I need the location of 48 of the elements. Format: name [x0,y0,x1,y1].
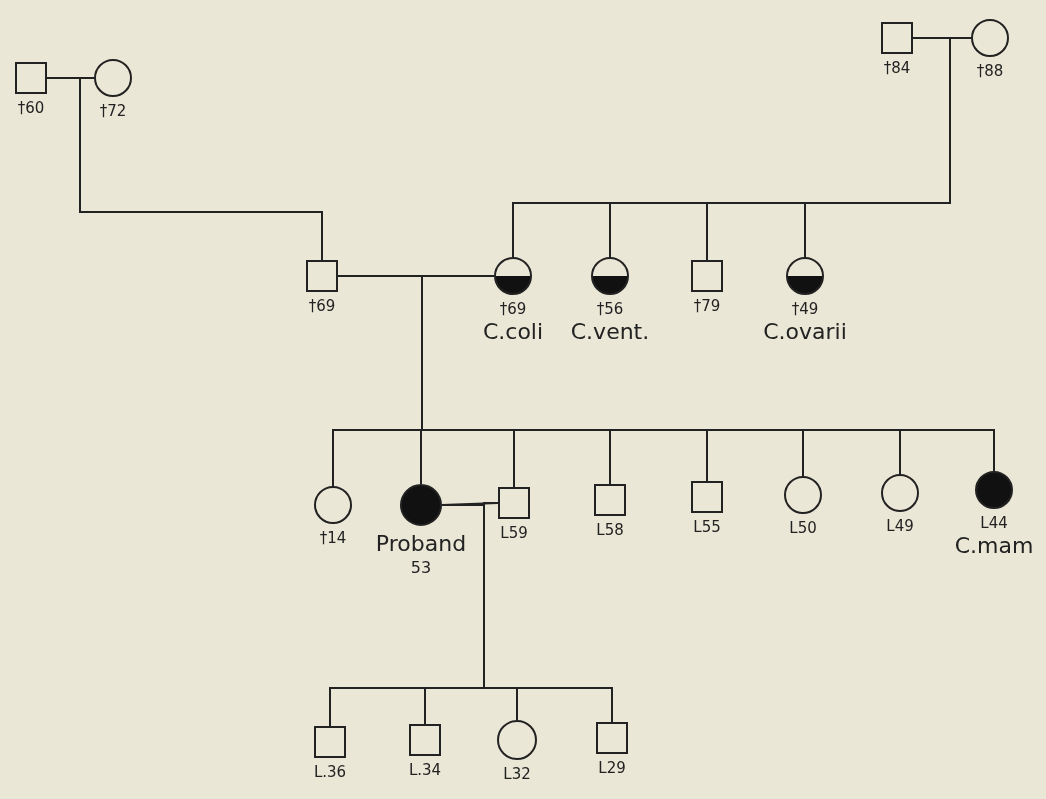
male-square [15,62,47,94]
age-label: †72 [99,103,127,120]
male-square [314,726,346,758]
age-label: †84 [883,60,911,77]
female-circle [971,19,1009,57]
age-label: Proband [375,532,467,557]
note-label: 53 [410,559,432,577]
note-label: C.vent. [570,320,650,345]
filled-circle [400,484,442,526]
age-label: †60 [17,100,45,117]
filled-circle [975,471,1013,509]
age-label: L50 [789,520,817,537]
note-label: C.coli [482,320,544,345]
note-label: C.ovarii [763,320,847,345]
half-filled-circle [494,257,532,295]
age-label: †88 [976,63,1004,80]
age-label: †79 [693,298,721,315]
female-circle [497,720,537,760]
half-filled-circle [591,257,629,295]
female-circle [314,486,352,524]
male-square [594,484,626,516]
descent-line [483,502,613,723]
male-square [306,260,338,292]
age-label: †56 [596,301,624,318]
age-label: L49 [886,518,914,535]
male-square [596,722,628,754]
age-label: L58 [596,522,624,539]
male-square [691,481,723,513]
male-square [498,487,530,519]
age-label: L.36 [313,764,347,781]
age-label: L.34 [408,762,442,779]
age-label: L55 [693,519,721,536]
female-circle [784,476,822,514]
age-label: L29 [598,760,626,777]
age-label: †69 [499,301,527,318]
female-circle [94,59,132,97]
age-label: L59 [500,525,528,542]
male-square [691,260,723,292]
female-circle [881,474,919,512]
age-label: †69 [308,298,336,315]
age-label: †49 [791,301,819,318]
half-filled-circle [786,257,824,295]
note-label: C.mam [954,534,1034,559]
male-square [409,724,441,756]
male-square [881,22,913,54]
age-label: L44 [980,515,1008,532]
age-label: L32 [503,766,531,783]
age-label: †14 [319,530,347,547]
